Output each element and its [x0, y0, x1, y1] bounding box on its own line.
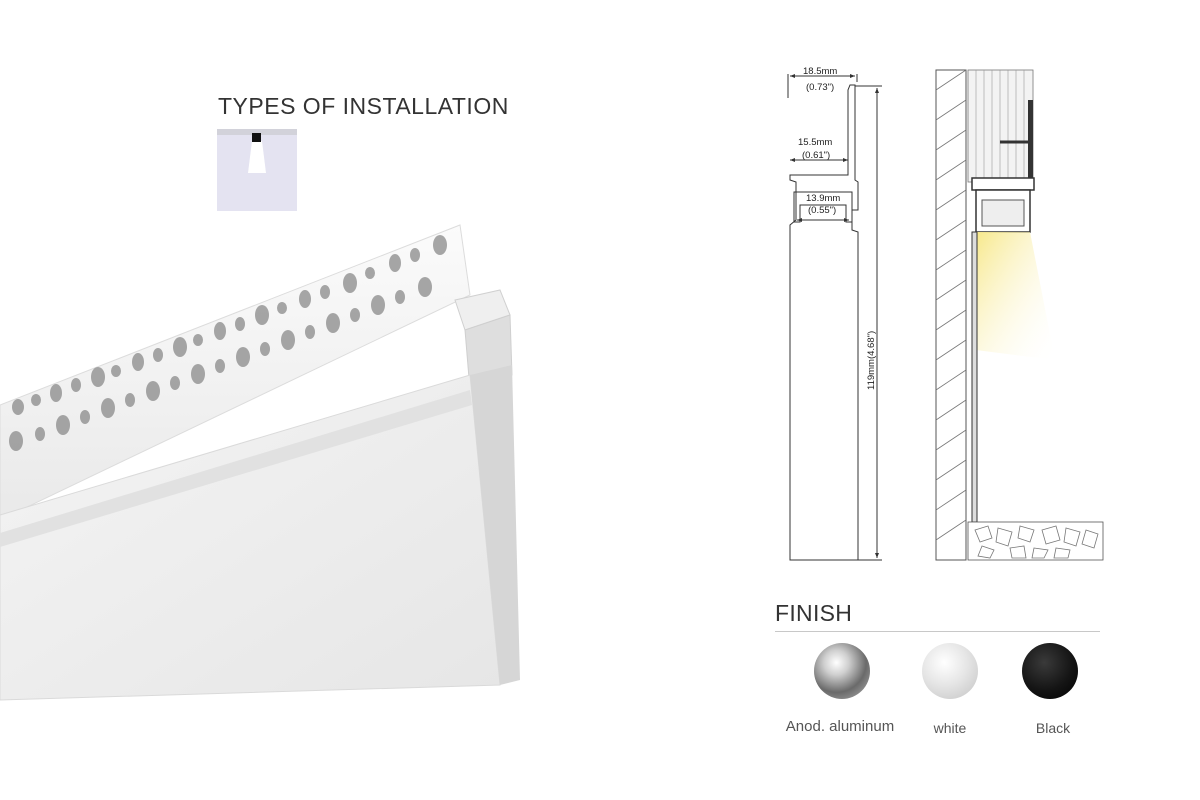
mid-width-mm: 15.5mm: [798, 137, 832, 148]
swatch-anodized-aluminum[interactable]: [814, 643, 870, 699]
installation-section-drawing: [935, 69, 1104, 561]
installation-title: TYPES OF INSTALLATION: [218, 93, 509, 119]
swatch-label-anodized-aluminum: Anod. aluminum: [785, 718, 895, 735]
top-width-mm: 18.5mm: [803, 66, 837, 77]
channel-width-in: (0.55"): [808, 205, 836, 216]
profile-product-image: [0, 224, 520, 701]
channel-width-mm: 13.9mm: [806, 193, 840, 204]
finish-divider: [775, 631, 1100, 632]
swatch-label-black: Black: [1035, 720, 1071, 736]
height-label: 119mm(4.68"): [866, 331, 877, 390]
top-width-in: (0.73"): [806, 82, 834, 93]
swatch-black[interactable]: [1022, 643, 1078, 699]
dimension-drawing: 18.5mm (0.73") 15.5mm (0.61") 13.9mm (0.…: [787, 66, 882, 561]
recessed-installation-icon: [217, 129, 297, 211]
finish-title: FINISH: [775, 600, 853, 626]
swatch-label-white: white: [933, 720, 967, 736]
mid-width-in: (0.61"): [802, 150, 830, 161]
swatch-white[interactable]: [922, 643, 978, 699]
